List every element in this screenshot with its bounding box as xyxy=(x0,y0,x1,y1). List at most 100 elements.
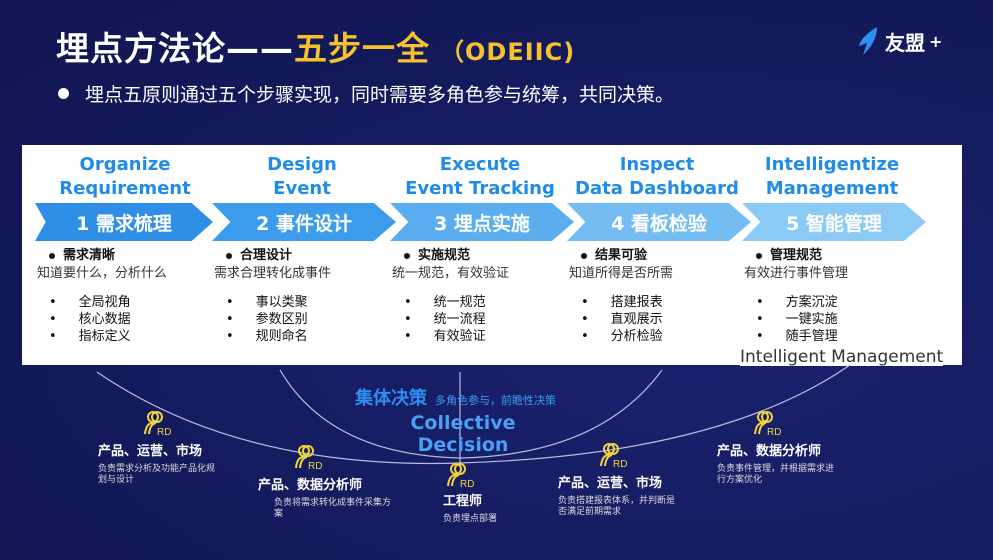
step-label: 2 事件设计 xyxy=(256,212,352,235)
bullet-icon: • xyxy=(404,295,412,310)
bullet-icon xyxy=(58,88,69,99)
step-principle-text: 需求清晰 xyxy=(63,248,116,263)
step-items: • 全局视角 • 核心数据•指标定义 xyxy=(49,294,215,345)
bullet-icon: • xyxy=(226,329,234,344)
list-item-text: 统一规范 xyxy=(433,295,486,310)
step-principle: 管理规范 xyxy=(756,248,922,264)
rd-badge: RD xyxy=(460,479,474,490)
step-en2: Event Tracking xyxy=(405,178,555,199)
list-item-text: 事以类聚 xyxy=(255,295,308,310)
list-item-text: 分析检验 xyxy=(610,329,663,344)
step-arrow: 4 看板检验 xyxy=(567,203,751,241)
step-principle: 结果可验 xyxy=(581,248,747,264)
role-card: 产品、数据分析师负责将需求转化成事件采集方案 xyxy=(258,478,399,520)
bullet-icon: • xyxy=(404,329,412,344)
step-en1: Design xyxy=(267,154,337,175)
subtitle: 埋点五原则通过五个步骤实现，同时需要多角色参与统筹，共同决策。 xyxy=(58,80,674,107)
rd-badge: RD xyxy=(613,459,627,470)
step-arrow: 3 埋点实施 xyxy=(390,203,574,241)
step-desc: 需求合理转化成事件 xyxy=(214,266,332,281)
bullet-icon: • xyxy=(226,295,234,310)
overlay-text: Intelligent Management xyxy=(740,347,944,367)
logo-plus: + xyxy=(929,31,943,51)
bullet-icon xyxy=(581,253,587,259)
collective-cn: 集体决策 xyxy=(355,388,427,409)
list-item-text: 核心数据 xyxy=(78,312,131,327)
step-principle: 实施规范 xyxy=(404,248,570,264)
bullet-icon: • xyxy=(49,295,57,310)
step-label: 3 埋点实施 xyxy=(434,212,530,235)
logo-feather-icon xyxy=(859,27,877,55)
list-item: • 核心数据 xyxy=(49,311,215,328)
step-items: • 事以类聚 • 参数区别•规则命名 xyxy=(226,294,392,345)
list-item-text: 参数区别 xyxy=(255,312,308,327)
role-name: 产品、运营、市场 xyxy=(98,444,203,459)
step-desc: 有效进行事件管理 xyxy=(744,266,849,281)
role-icon: RD xyxy=(598,442,630,470)
bullet-icon: • xyxy=(581,329,589,344)
step-principle-text: 管理规范 xyxy=(770,248,823,263)
role-icon: RD xyxy=(142,410,174,438)
step-desc: 统一规范，有效验证 xyxy=(392,266,510,281)
bullet-icon xyxy=(404,253,410,259)
role-desc: 负责搭建报表体系，并判断是否满足前期需求 xyxy=(558,496,676,517)
people-icon: RD xyxy=(295,445,322,472)
collective-decision-title: 集体决策多角色参与，前瞻性决策 xyxy=(355,388,556,412)
role-desc: 负责将需求转化成事件采集方案 xyxy=(274,498,392,519)
list-item: •指标定义 xyxy=(49,328,215,345)
role-name: 产品、运营、市场 xyxy=(558,476,663,491)
step-en1: Execute xyxy=(439,154,521,175)
rd-badge: RD xyxy=(767,427,781,438)
people-icon: RD xyxy=(600,443,627,470)
bullet-icon: • xyxy=(581,295,589,310)
rd-badge: RD xyxy=(308,461,322,472)
role-card: 产品、运营、市场负责搭建报表体系，并判断是否满足前期需求 xyxy=(558,476,683,518)
list-item: • 参数区别 xyxy=(226,311,392,328)
rd-badge: RD xyxy=(157,427,171,438)
list-item: • 事以类聚 xyxy=(226,294,392,311)
people-icon: RD xyxy=(447,463,474,490)
step-label: 1 需求梳理 xyxy=(76,212,172,235)
bullet-icon: • xyxy=(756,312,764,327)
bullet-icon: • xyxy=(49,312,57,327)
step-principle: 合理设计 xyxy=(226,248,392,264)
list-item-text: 全局视角 xyxy=(78,295,131,310)
bullet-icon: • xyxy=(226,312,234,327)
step-en2: Data Dashboard xyxy=(575,178,739,199)
list-item: •方案沉淀 xyxy=(756,294,922,311)
step-principle-text: 实施规范 xyxy=(418,248,471,263)
bullet-icon: • xyxy=(756,329,764,344)
umeng-logo: 友盟+ xyxy=(855,26,942,56)
step-en1: Intelligentize xyxy=(764,154,900,175)
list-item-text: 一键实施 xyxy=(785,312,838,327)
step-arrow: 2 事件设计 xyxy=(212,203,396,241)
collective-en1: Collective xyxy=(410,412,516,434)
step-en1: Organize xyxy=(79,154,171,175)
role-name: 产品、数据分析师 xyxy=(258,478,363,493)
list-item: • 分析检验 xyxy=(581,328,747,345)
logo-text: 友盟 xyxy=(885,30,925,55)
role-card: 工程师负责埋点部署 xyxy=(443,494,568,525)
bullet-icon xyxy=(756,253,762,259)
collective-en2: Decision xyxy=(417,434,509,456)
role-card: 产品、运营、市场负责需求分析及功能产品化规划与设计 xyxy=(98,444,223,486)
people-icon: RD xyxy=(144,411,171,438)
people-icon: RD xyxy=(754,411,781,438)
list-item: • 一键实施 xyxy=(756,311,922,328)
title-highlight: 五步一全 xyxy=(294,29,430,68)
list-item: •规则命名 xyxy=(226,328,392,345)
list-item-text: 随手管理 xyxy=(785,329,838,344)
page-title: 埋点方法论——五步一全（ODEIIC) xyxy=(56,22,575,70)
bullet-icon xyxy=(226,253,232,259)
list-item-text: 搭建报表 xyxy=(610,295,663,310)
role-name: 工程师 xyxy=(443,494,483,509)
step-en2: Event xyxy=(273,178,331,199)
